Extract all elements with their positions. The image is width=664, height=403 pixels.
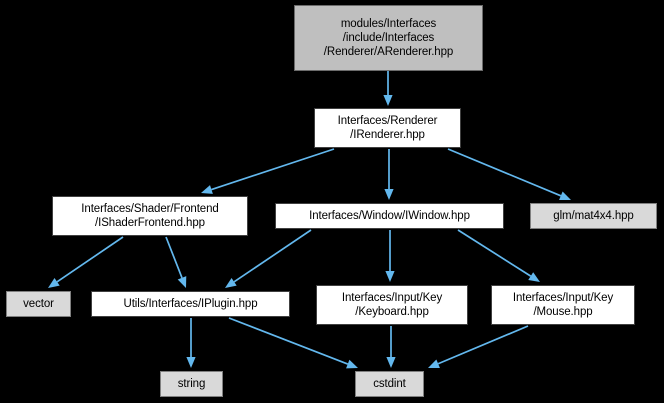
graph-node-ishaderfrontend[interactable]: Interfaces/Shader/Frontend /IShaderFront… — [52, 196, 248, 236]
edge-iwindow-to-iplugin-arrowhead — [225, 278, 237, 288]
edge-ishaderfrontend-to-vector-arrowhead — [48, 278, 60, 288]
graph-node-glm[interactable]: glm/mat4x4.hpp — [530, 203, 657, 229]
edge-mouse-to-cstdint-line — [437, 325, 529, 365]
graph-node-arenderer[interactable]: modules/Interfaces /include/Interfaces /… — [294, 5, 483, 71]
edge-iwindow-to-mouse-arrowhead — [528, 272, 540, 282]
graph-node-iwindow[interactable]: Interfaces/Window/IWindow.hpp — [275, 203, 504, 229]
graph-node-keyboard[interactable]: Interfaces/Input/Key /Keyboard.hpp — [316, 285, 468, 325]
graph-node-vector[interactable]: vector — [6, 291, 71, 317]
edge-iplugin-to-cstdint-arrowhead — [346, 359, 358, 369]
edge-keyboard-to-cstdint-arrowhead — [386, 357, 396, 368]
edge-irenderer-to-glm-line — [447, 148, 562, 197]
edge-irenderer-to-glm-arrowhead — [559, 191, 571, 201]
edge-arenderer-to-irenderer-arrowhead — [383, 95, 393, 106]
edge-iwindow-to-iplugin-line — [233, 229, 312, 283]
edge-iplugin-to-string-arrowhead — [186, 357, 196, 368]
graph-node-string[interactable]: string — [160, 371, 223, 397]
edge-irenderer-to-iwindow-arrowhead — [384, 189, 394, 200]
graph-node-mouse[interactable]: Interfaces/Input/Key /Mouse.hpp — [491, 285, 635, 325]
edge-ishaderfrontend-to-vector-line — [56, 236, 124, 283]
edge-iwindow-to-keyboard-arrowhead — [385, 271, 395, 282]
graph-node-irenderer[interactable]: Interfaces/Renderer /IRenderer.hpp — [314, 108, 461, 148]
edge-ishaderfrontend-to-iplugin-line — [165, 236, 183, 279]
edge-irenderer-to-ishaderfrontend-arrowhead — [201, 185, 213, 194]
graph-node-iplugin[interactable]: Utils/Interfaces/IPlugin.hpp — [91, 291, 290, 317]
graph-node-cstdint[interactable]: cstdint — [355, 371, 424, 397]
edge-iplugin-to-cstdint-line — [228, 317, 349, 365]
edge-mouse-to-cstdint-arrowhead — [428, 359, 440, 368]
edge-irenderer-to-ishaderfrontend-line — [211, 148, 335, 191]
edge-iwindow-to-mouse-line — [457, 229, 532, 277]
edge-ishaderfrontend-to-iplugin-arrowhead — [177, 276, 187, 288]
